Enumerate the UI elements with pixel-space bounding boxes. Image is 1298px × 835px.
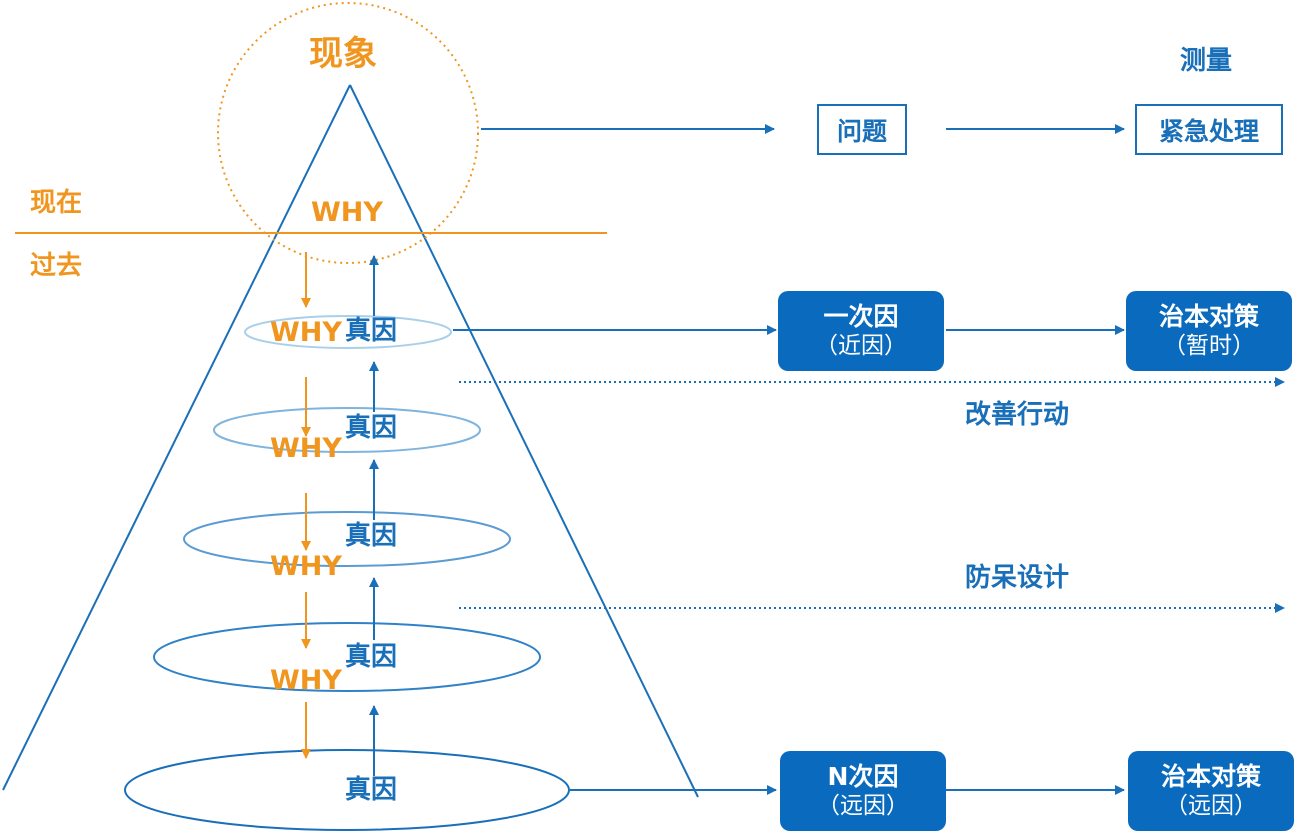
first-countermeasure-box: 治本对策 （暂时） <box>1126 291 1292 371</box>
first-countermeasure-sub: （暂时） <box>1163 333 1255 360</box>
cause-level-5-ellipse <box>124 749 570 831</box>
first-cause-box: 一次因 （近因） <box>778 291 944 371</box>
true-cause-label: 真因 <box>345 521 398 551</box>
pyramid-triangle <box>2 84 699 798</box>
cause-level-2-ellipse <box>213 407 481 453</box>
why-label: WHY <box>270 433 342 464</box>
n-cause-title: N次因 <box>827 762 899 791</box>
measure-label: 测量 <box>1180 46 1233 76</box>
mistake-proofing-label: 防呆设计 <box>965 563 1070 593</box>
cause-level-3-ellipse <box>183 511 511 567</box>
first-cause-sub: （近因） <box>815 333 907 360</box>
true-cause-label: 真因 <box>345 775 398 805</box>
n-cause-sub: （远因） <box>817 793 909 820</box>
why-label: WHY <box>311 197 383 228</box>
cause-level-4-ellipse <box>153 622 541 692</box>
phenomenon-label: 现象 <box>309 34 377 74</box>
present-label: 现在 <box>30 188 83 218</box>
why-label: WHY <box>270 317 342 348</box>
n-cause-box: N次因 （远因） <box>780 751 946 831</box>
why-label: WHY <box>270 551 342 582</box>
phenomenon-circle <box>217 2 479 264</box>
n-countermeasure-title: 治本对策 <box>1160 762 1261 791</box>
urgent-handling-box: 紧急处理 <box>1135 104 1283 155</box>
first-countermeasure-title: 治本对策 <box>1158 302 1259 331</box>
action-dotted-arrows <box>459 377 1285 613</box>
why-label: WHY <box>270 665 342 696</box>
true-cause-label: 真因 <box>345 316 398 346</box>
n-countermeasure-sub: （远因） <box>1165 793 1257 820</box>
past-label: 过去 <box>30 251 83 281</box>
first-cause-title: 一次因 <box>823 302 899 331</box>
problem-box: 问题 <box>817 104 907 155</box>
cause-level-1-ellipse <box>244 315 452 349</box>
flow-arrows <box>453 124 1125 795</box>
true-cause-label: 真因 <box>345 642 398 672</box>
n-countermeasure-box: 治本对策 （远因） <box>1128 751 1294 831</box>
improvement-action-label: 改善行动 <box>965 400 1070 430</box>
true-cause-label: 真因 <box>345 413 398 443</box>
